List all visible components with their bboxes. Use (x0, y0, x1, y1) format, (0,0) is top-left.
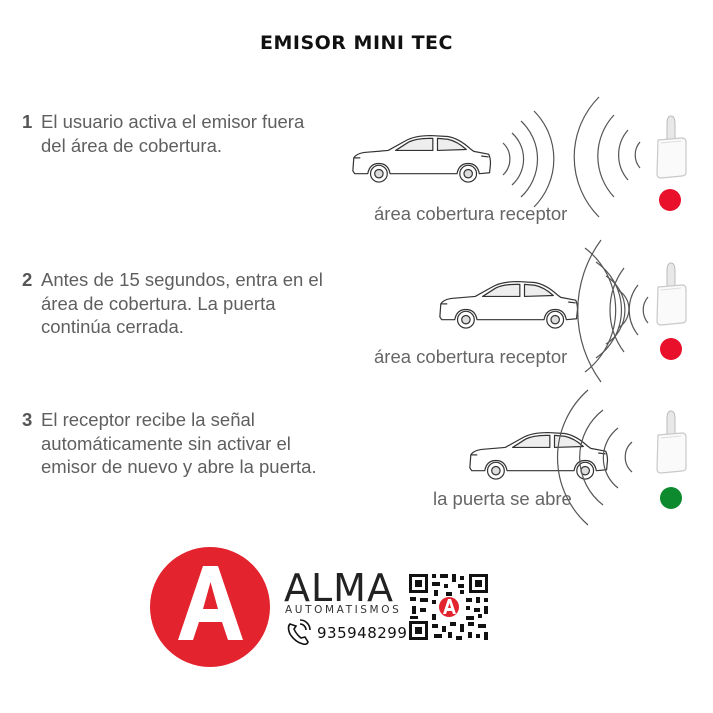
phone-icon (287, 619, 311, 646)
phone-number: 935948299 (317, 624, 408, 642)
step-number: 3 (22, 409, 33, 430)
car-icon (439, 280, 579, 329)
receiver-icon (656, 115, 687, 179)
status-light-icon (659, 189, 681, 211)
step-description: El receptor recibe la señal automáticame… (41, 409, 317, 477)
signal-waves-icon (502, 96, 641, 218)
door-open-caption: la puerta se abre (433, 488, 572, 509)
signal-waves-icon (556, 389, 633, 526)
car-icon (469, 431, 609, 480)
signal-waves-icon (577, 239, 649, 383)
status-light-icon (660, 338, 682, 360)
car-icon (352, 134, 492, 183)
receiver-icon (656, 262, 687, 326)
brand-subtitle: AUTOMATISMOS (285, 604, 402, 616)
coverage-caption: área cobertura receptor (374, 346, 568, 367)
page-title: EMISOR MINI TEC (260, 32, 453, 54)
step-description: El usuario activa el emisor fuera del ár… (41, 111, 305, 156)
status-light-icon (660, 487, 682, 509)
coverage-caption: área cobertura receptor (374, 203, 568, 224)
step-number: 2 (22, 269, 33, 290)
brand-name: ALMA (284, 566, 394, 610)
receiver-icon (656, 410, 687, 474)
alma-logo (150, 547, 270, 667)
step-description: Antes de 15 segundos, entra en el área d… (41, 269, 323, 337)
qr-code-icon (408, 573, 490, 641)
step-number: 1 (22, 111, 33, 132)
